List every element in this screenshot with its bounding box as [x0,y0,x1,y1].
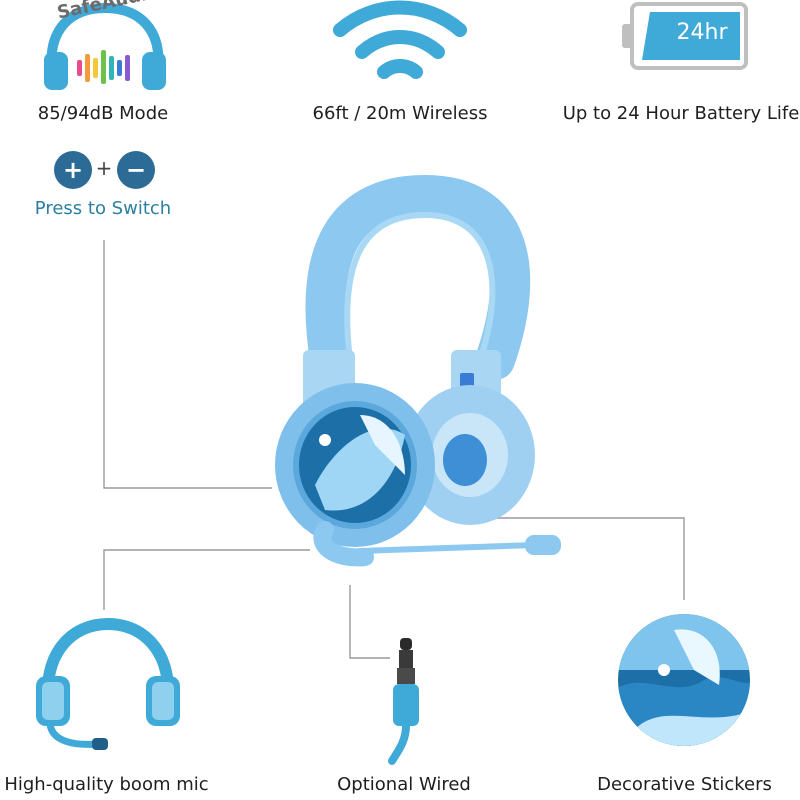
headphones-product-image [275,174,561,567]
plus-icon: + [62,156,84,184]
wireless-caption: 66ft / 20m Wireless [312,103,488,124]
switch-caption: Press to Switch [34,198,172,219]
safe-audio-feature: SafeAudio [30,0,180,100]
switch-plus-button: + [54,151,92,189]
battery-icon [622,2,748,70]
audio-jack-icon [388,638,419,765]
sticker-image [618,614,750,746]
stickers-caption: Decorative Stickers [597,774,772,795]
safe-audio-headphone-icon [44,2,166,90]
battery-caption: Up to 24 Hour Battery Life [562,103,800,124]
battery-feature: 24hr [620,2,750,72]
minus-icon: − [125,156,147,184]
wifi-icon [333,0,467,79]
boom-mic-caption: High-quality boom mic [4,774,209,795]
wired-caption: Optional Wired [337,774,471,795]
headset-mic-icon [36,617,180,750]
switch-minus-button: − [117,151,155,189]
battery-badge: 24hr [676,20,728,45]
safe-audio-caption: 85/94dB Mode [37,103,169,124]
switch-joiner: + [95,156,113,180]
